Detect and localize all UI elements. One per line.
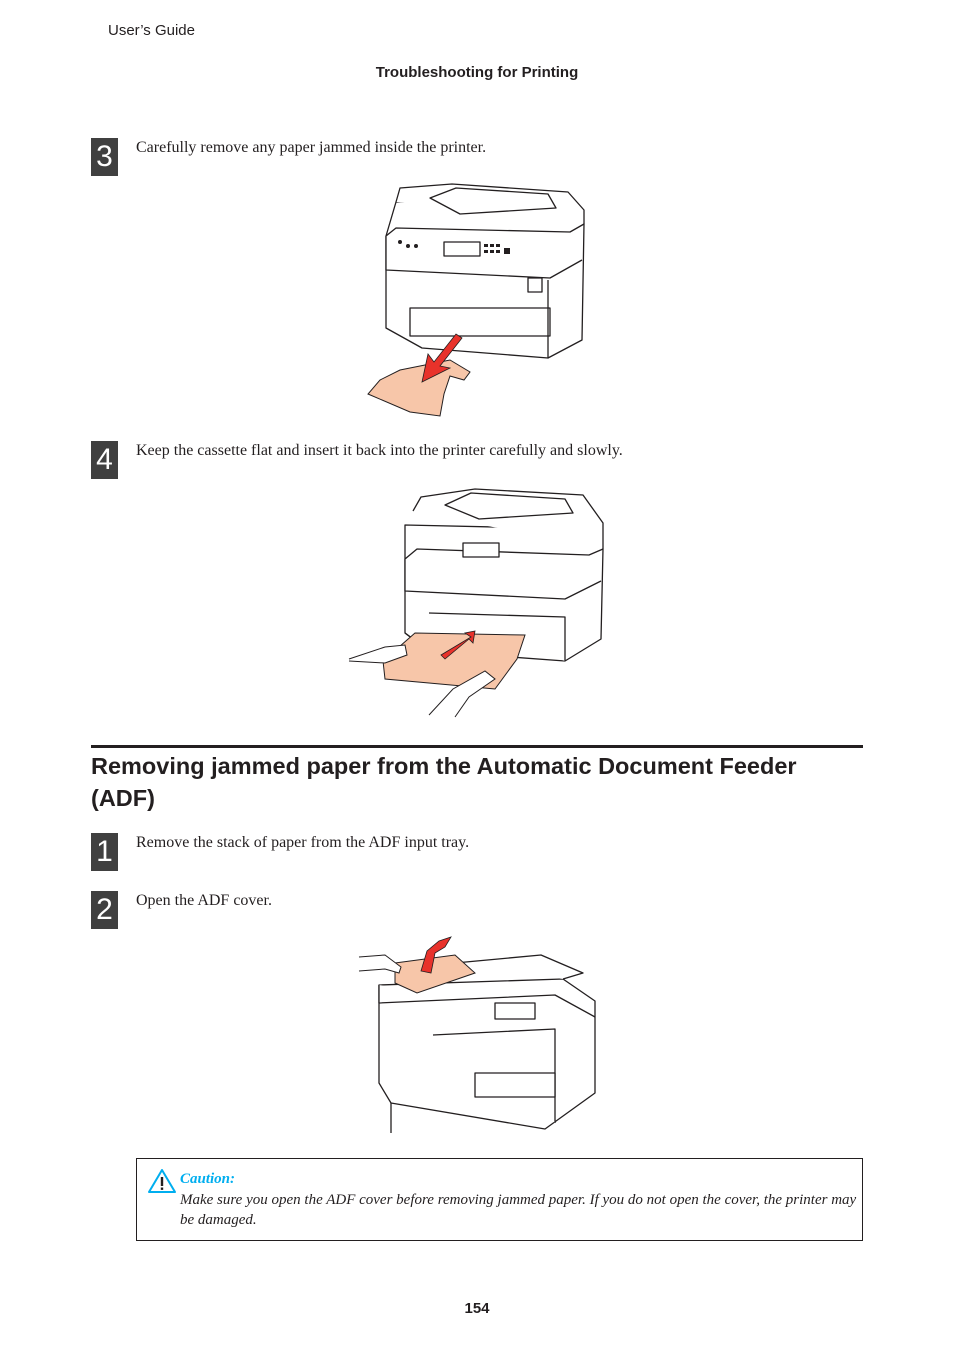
step-text-1: Remove the stack of paper from the ADF i… xyxy=(136,834,470,851)
printer-open-adf-cover-illustration xyxy=(358,936,596,1133)
printer-remove-jammed-paper-illustration xyxy=(367,183,585,417)
caution-label: Caution: xyxy=(180,1171,236,1187)
step-text-2: Open the ADF cover. xyxy=(136,892,272,909)
step-text-4: Keep the cassette flat and insert it bac… xyxy=(136,442,623,459)
step-text-3: Carefully remove any paper jammed inside… xyxy=(136,139,487,156)
page-number: 154 xyxy=(464,1300,490,1317)
step-number-3: 3 xyxy=(91,138,118,176)
caution-box: Caution: Make sure you open the ADF cove… xyxy=(136,1158,863,1241)
step-number-2: 2 xyxy=(91,891,118,929)
step-number-1: 1 xyxy=(91,833,118,871)
caution-text: Make sure you open the ADF cover before … xyxy=(180,1192,857,1228)
warning-icon xyxy=(148,1169,176,1193)
printer-insert-cassette-illustration xyxy=(348,488,604,718)
section-heading: Removing jammed paper from the Automatic… xyxy=(91,753,797,811)
running-header-section: Troubleshooting for Printing xyxy=(375,64,579,81)
step-number-4: 4 xyxy=(91,441,118,479)
section-rule xyxy=(91,745,863,748)
running-header-guide: User’s Guide xyxy=(108,22,195,39)
